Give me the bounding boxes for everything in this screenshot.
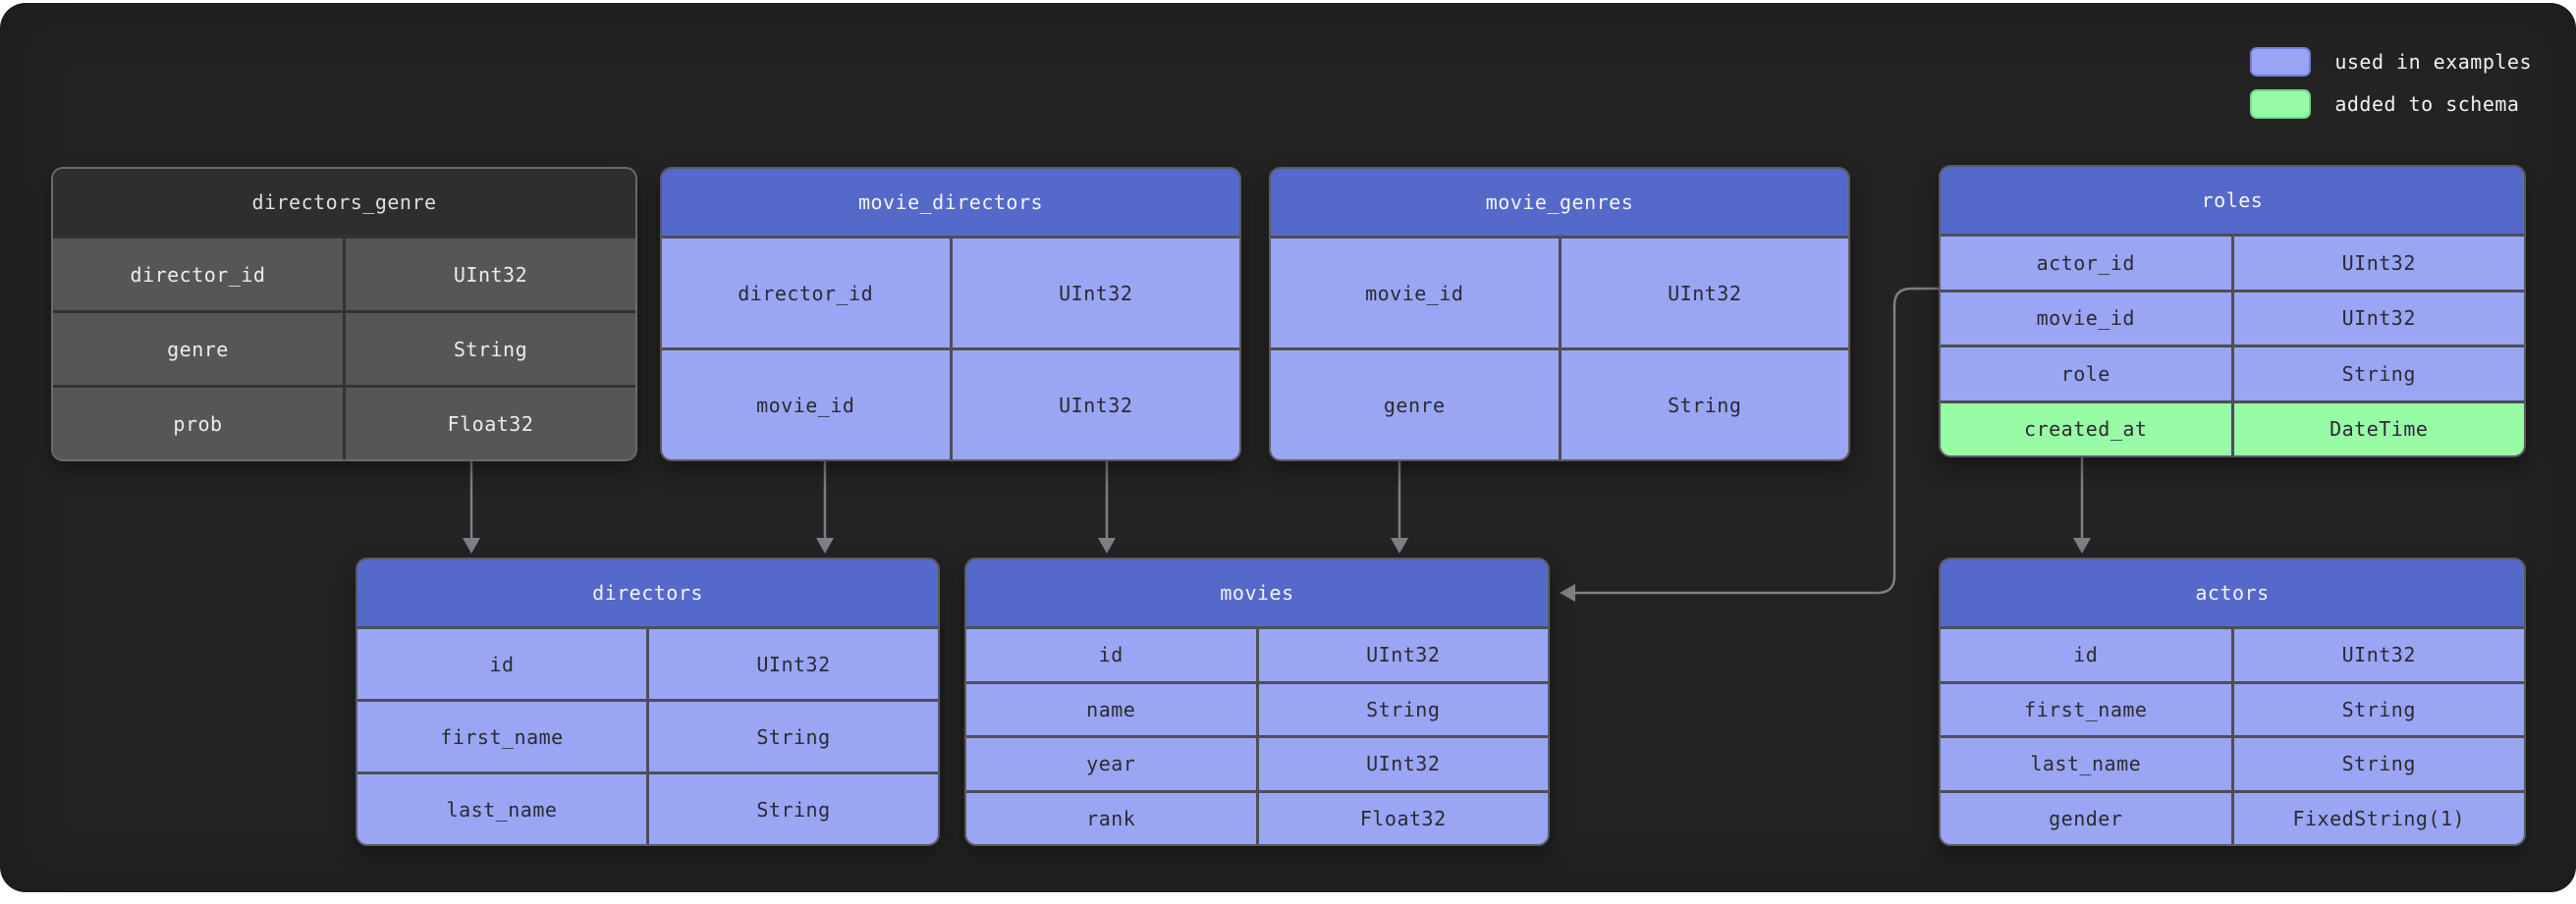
field-type-cell: DateTime — [2233, 402, 2524, 455]
field-name-cell: genre — [1271, 350, 1559, 459]
field-name-cell: last_name — [1941, 738, 2231, 790]
field-type-cell: String — [2233, 347, 2524, 400]
field-type-cell: UInt32 — [649, 629, 938, 699]
field-type-cell: UInt32 — [1258, 629, 1548, 681]
field-type-cell: String — [1561, 350, 1848, 459]
table-directors-genre: directors_genre director_id UInt32 genre… — [51, 167, 637, 461]
table-title: roles — [1941, 167, 2524, 234]
field-name-cell: id — [357, 629, 646, 699]
field-name-cell: movie_id — [1941, 292, 2231, 345]
table-title: movies — [966, 559, 1548, 626]
field-name-cell: last_name — [357, 774, 646, 844]
table-title: movie_genres — [1271, 169, 1848, 236]
legend-item-used-in-examples: used in examples — [2250, 47, 2532, 77]
field-type-cell: Float32 — [1258, 792, 1548, 844]
field-name-cell: role — [1941, 347, 2231, 400]
legend-item-added-to-schema: added to schema — [2250, 89, 2532, 119]
field-type-cell: String — [2233, 738, 2524, 790]
field-type-cell: UInt32 — [952, 239, 1239, 347]
field-type-cell: FixedString(1) — [2233, 792, 2524, 844]
table-movies: movies id UInt32 name String year UInt32… — [964, 558, 1550, 846]
field-type-cell: UInt32 — [1561, 239, 1848, 347]
table-title: directors_genre — [53, 169, 635, 236]
field-type-cell: String — [649, 774, 938, 844]
field-type-cell: UInt32 — [346, 239, 635, 310]
legend-label: added to schema — [2334, 92, 2520, 116]
table-movie-genres: movie_genres movie_id UInt32 genre Strin… — [1269, 167, 1850, 461]
legend-swatch-used-in-examples — [2250, 47, 2312, 77]
field-type-cell: String — [346, 313, 635, 385]
field-type-cell: String — [2233, 683, 2524, 735]
legend: used in examples added to schema — [2250, 47, 2532, 119]
table-title: directors — [357, 559, 938, 626]
field-name-cell: id — [966, 629, 1256, 681]
field-name-cell: gender — [1941, 792, 2231, 844]
field-name-cell: rank — [966, 792, 1256, 844]
field-name-cell: movie_id — [662, 350, 950, 459]
field-name-cell: genre — [53, 313, 343, 385]
field-type-cell: UInt32 — [2233, 629, 2524, 681]
field-type-cell: String — [649, 702, 938, 771]
field-name-cell: first_name — [1941, 683, 2231, 735]
field-name-cell: movie_id — [1271, 239, 1559, 347]
field-type-cell: UInt32 — [2233, 292, 2524, 345]
field-name-cell: first_name — [357, 702, 646, 771]
field-name-cell: id — [1941, 629, 2231, 681]
legend-label: used in examples — [2334, 50, 2532, 74]
table-actors: actors id UInt32 first_name String last_… — [1939, 558, 2526, 846]
table-roles: roles actor_id UInt32 movie_id UInt32 ro… — [1939, 165, 2526, 457]
field-type-cell: String — [1258, 683, 1548, 735]
table-directors: directors id UInt32 first_name String la… — [356, 558, 940, 846]
field-name-cell: name — [966, 683, 1256, 735]
field-type-cell: UInt32 — [2233, 237, 2524, 290]
legend-swatch-added-to-schema — [2250, 89, 2312, 119]
field-type-cell: UInt32 — [1258, 738, 1548, 790]
table-movie-directors: movie_directors director_id UInt32 movie… — [660, 167, 1241, 461]
table-title: actors — [1941, 559, 2524, 626]
field-name-cell: created_at — [1941, 402, 2231, 455]
field-type-cell: UInt32 — [952, 350, 1239, 459]
field-name-cell: prob — [53, 388, 343, 459]
field-name-cell: director_id — [662, 239, 950, 347]
field-name-cell: year — [966, 738, 1256, 790]
field-type-cell: Float32 — [346, 388, 635, 459]
table-title: movie_directors — [662, 169, 1239, 236]
field-name-cell: actor_id — [1941, 237, 2231, 290]
field-name-cell: director_id — [53, 239, 343, 310]
